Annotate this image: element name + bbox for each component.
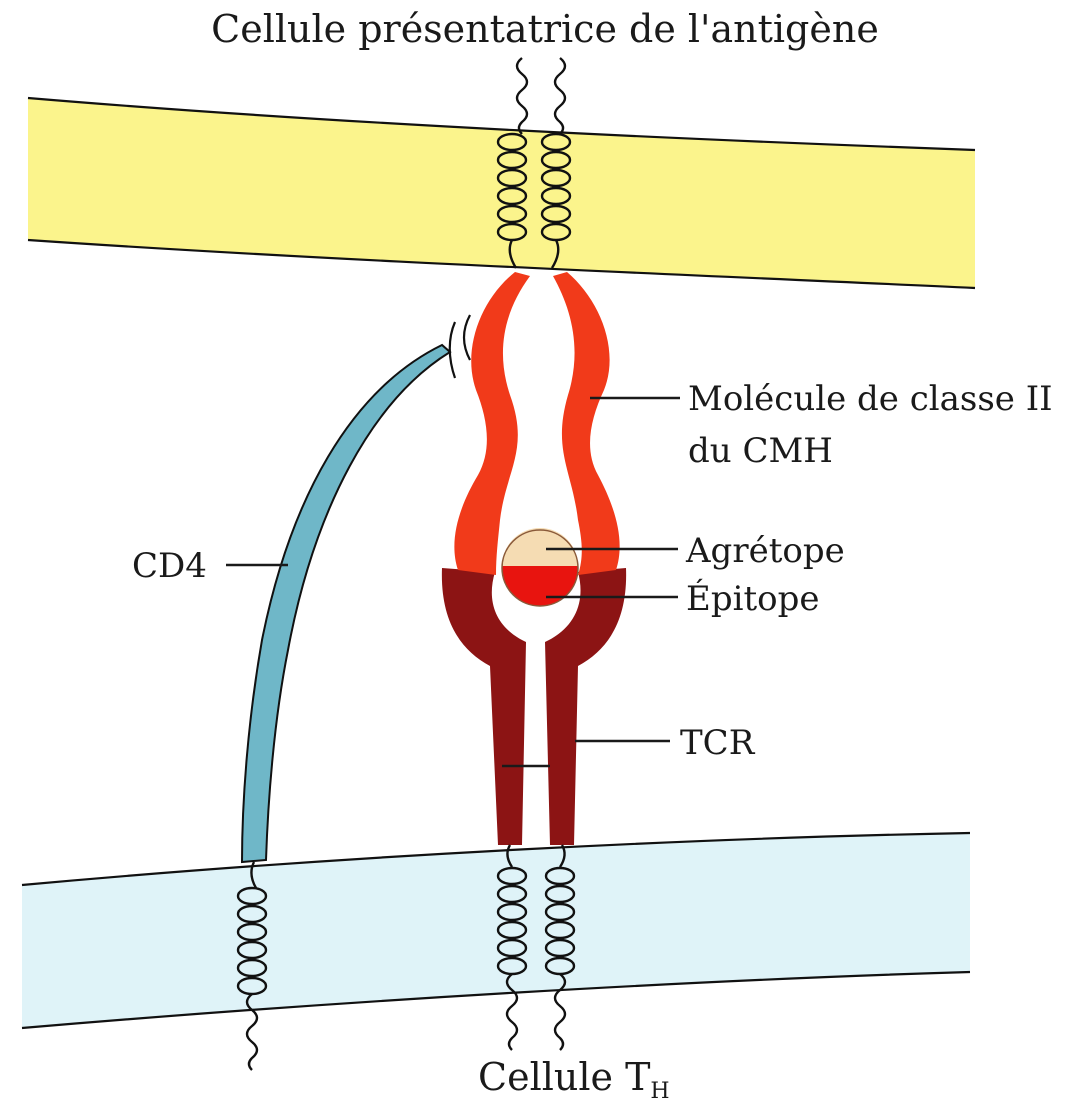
cd4-molecule: [242, 345, 450, 862]
mhc-beta-tail: [555, 58, 565, 134]
cd4-label: CD4: [132, 546, 207, 586]
tcr-beta-chain: [545, 568, 626, 845]
th-cell-title-subscript: H: [650, 1079, 669, 1103]
th-cell-title: Cellule TH: [478, 1055, 670, 1103]
th-cell-title-main: Cellule T: [478, 1055, 650, 1099]
agretope-label: Agrétope: [685, 531, 845, 571]
agretope-region: [502, 528, 578, 566]
epitope-label: Épitope: [686, 578, 819, 619]
mhc-alpha-chain: [454, 272, 530, 575]
tcr-alpha-chain: [442, 568, 526, 845]
apc-membrane: [28, 98, 975, 288]
mhc-label-line2: du CMH: [688, 431, 833, 471]
peptide-antigen: [502, 528, 578, 606]
th-membrane: [22, 833, 970, 1028]
mhc-beta-chain: [553, 272, 620, 575]
mhc-alpha-tail: [517, 58, 527, 134]
tcr-label: TCR: [680, 723, 756, 763]
mhc-label-line1: Molécule de classe II: [688, 379, 1053, 419]
apc-cell-title: Cellule présentatrice de l'antigène: [211, 7, 879, 51]
cd4-contact-mark: [450, 322, 455, 378]
